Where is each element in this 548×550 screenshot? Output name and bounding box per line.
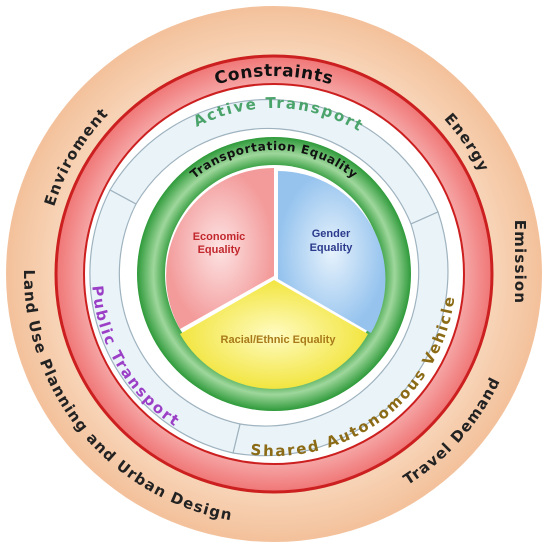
racial-ethnic-equality-label: Racial/Ethnic Equality bbox=[221, 334, 337, 346]
racial-ethnic-equality-sector bbox=[180, 280, 368, 389]
gender-equality-label-line2: Equality bbox=[310, 242, 354, 254]
economic-equality-label-line2: Equality bbox=[198, 244, 242, 256]
gender-equality-label-line1: Gender bbox=[312, 228, 351, 240]
economic-equality-sector bbox=[166, 168, 274, 329]
economic-equality-label-line1: Economic bbox=[193, 231, 246, 243]
gender-equality-sector bbox=[278, 171, 386, 333]
emission-label: Emission bbox=[511, 220, 529, 305]
public-transport-segment bbox=[89, 189, 241, 454]
